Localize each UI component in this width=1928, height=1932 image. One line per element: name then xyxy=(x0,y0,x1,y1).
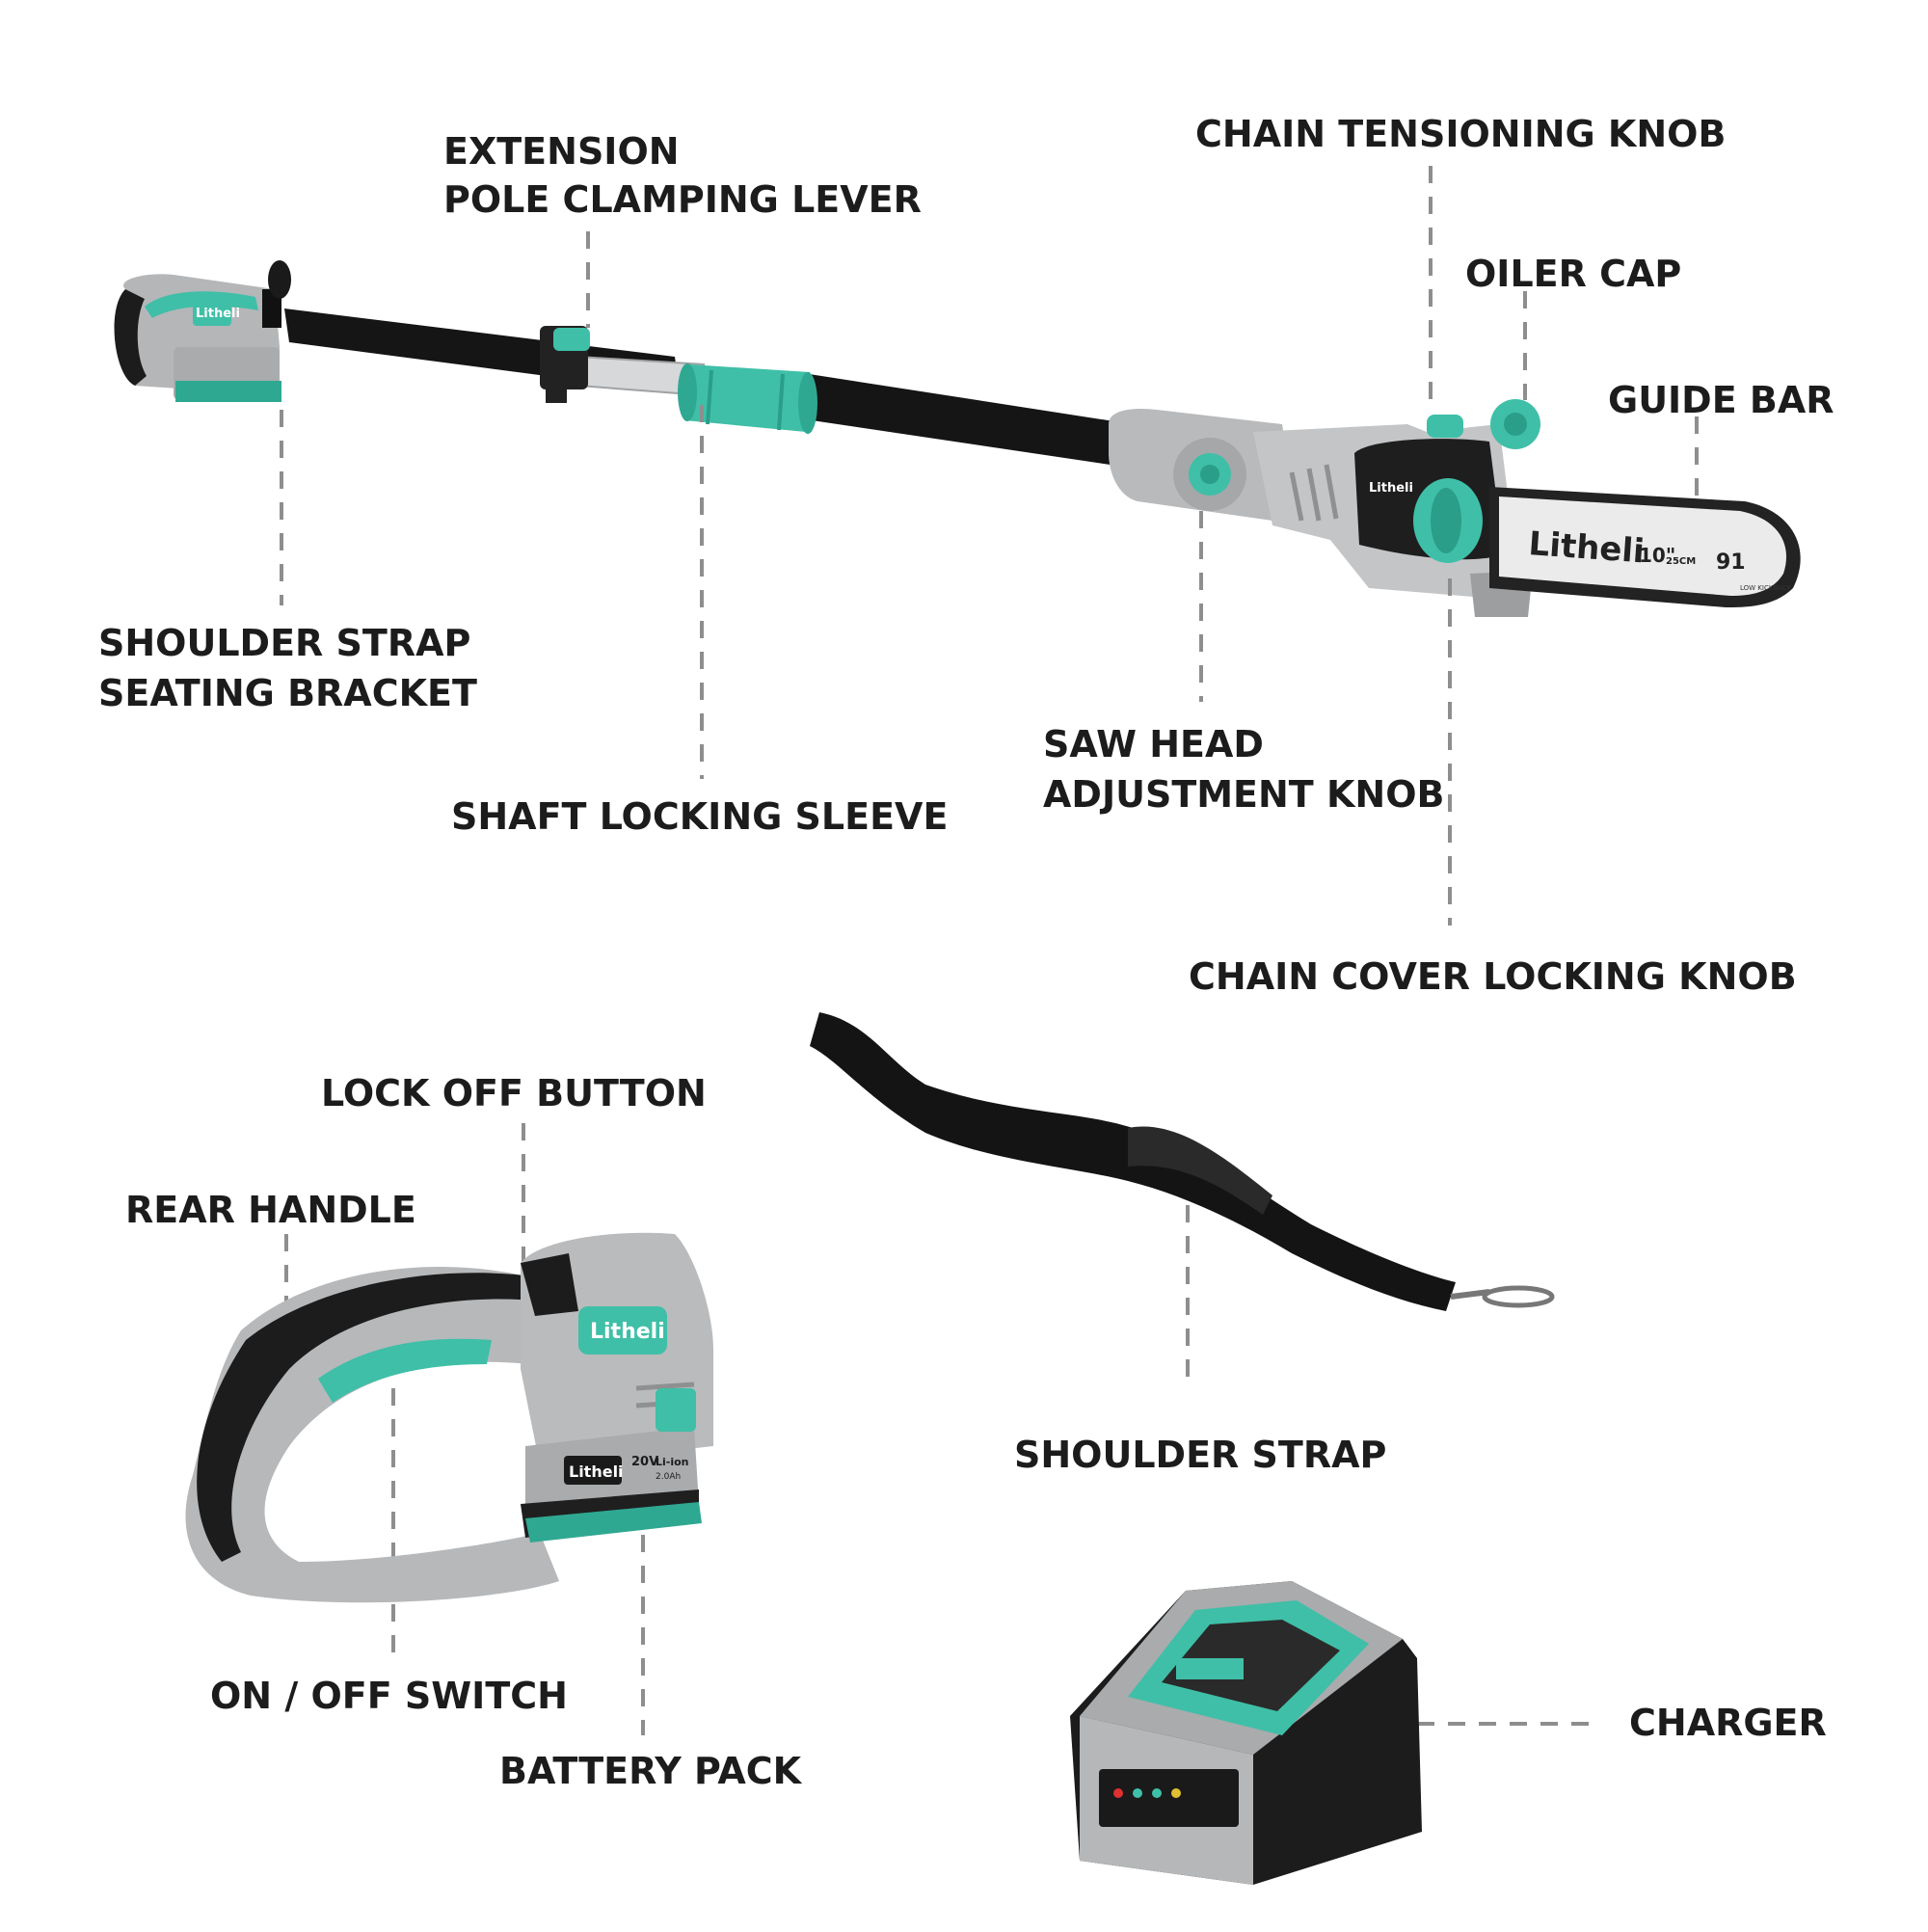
callout-labels: EXTENSION POLE CLAMPING LEVER CHAIN TENS… xyxy=(98,113,1834,1792)
label-battery-pack: BATTERY PACK xyxy=(499,1750,803,1792)
charger xyxy=(1070,1581,1422,1885)
label-saw-head-line1: SAW HEAD xyxy=(1043,723,1264,765)
bar-note-marking: LOW KICKBACK xyxy=(1740,584,1792,592)
svg-text:Litheli: Litheli xyxy=(1369,481,1413,496)
guide-bar: Litheli 10" 25CM 91 LOW KICKBACK xyxy=(1489,487,1801,607)
rear-handle-large: Litheli Litheli 20V Li-ion 2.0Ah xyxy=(185,1232,713,1603)
label-extension-line1: EXTENSION xyxy=(443,130,680,173)
rear-handle-small: Litheli xyxy=(114,260,291,402)
pole-saw: Litheli Litheli xyxy=(114,260,1801,617)
label-chain-cover-locking-knob: CHAIN COVER LOCKING KNOB xyxy=(1189,955,1797,998)
label-shaft-locking-sleeve: SHAFT LOCKING SLEEVE xyxy=(451,795,948,838)
label-shoulder-strap: SHOULDER STRAP xyxy=(1014,1434,1386,1476)
label-guide-bar: GUIDE BAR xyxy=(1608,379,1834,421)
label-extension-line2: POLE CLAMPING LEVER xyxy=(443,178,922,221)
battery-capacity-text: 2.0Ah xyxy=(656,1472,681,1482)
label-lock-off-button: LOCK OFF BUTTON xyxy=(321,1072,707,1114)
shaft-sleeve xyxy=(678,363,817,434)
label-strap-bracket-line1: SHOULDER STRAP xyxy=(98,622,470,664)
label-oiler-cap: OILER CAP xyxy=(1465,253,1681,295)
label-charger: CHARGER xyxy=(1629,1702,1827,1744)
lower-pole-shaft xyxy=(786,371,1133,468)
bar-code-marking: 91 xyxy=(1716,550,1746,575)
leader-lines xyxy=(280,166,1699,1735)
label-on-off-switch: ON / OFF SWITCH xyxy=(210,1675,568,1717)
clamping-lever xyxy=(540,326,590,403)
label-strap-bracket-line2: SEATING BRACKET xyxy=(98,672,477,714)
bar-size-cm-marking: 25CM xyxy=(1666,556,1696,567)
label-chain-tensioning-knob: CHAIN TENSIONING KNOB xyxy=(1195,113,1726,155)
svg-text:Litheli: Litheli xyxy=(1527,524,1646,571)
battery-voltage-text: 20V xyxy=(631,1455,658,1469)
battery-brand-text: Litheli xyxy=(569,1462,624,1481)
handle-brand-text: Litheli xyxy=(590,1320,665,1344)
battery-type-text: Li-ion xyxy=(656,1456,689,1468)
shoulder-strap xyxy=(810,1012,1555,1311)
label-rear-handle: REAR HANDLE xyxy=(125,1189,416,1231)
bar-size-marking: 10" xyxy=(1639,544,1675,567)
label-saw-head-line2: ADJUSTMENT KNOB xyxy=(1043,773,1444,816)
saw-head: Litheli xyxy=(1109,399,1540,617)
svg-text:Litheli: Litheli xyxy=(196,307,240,321)
